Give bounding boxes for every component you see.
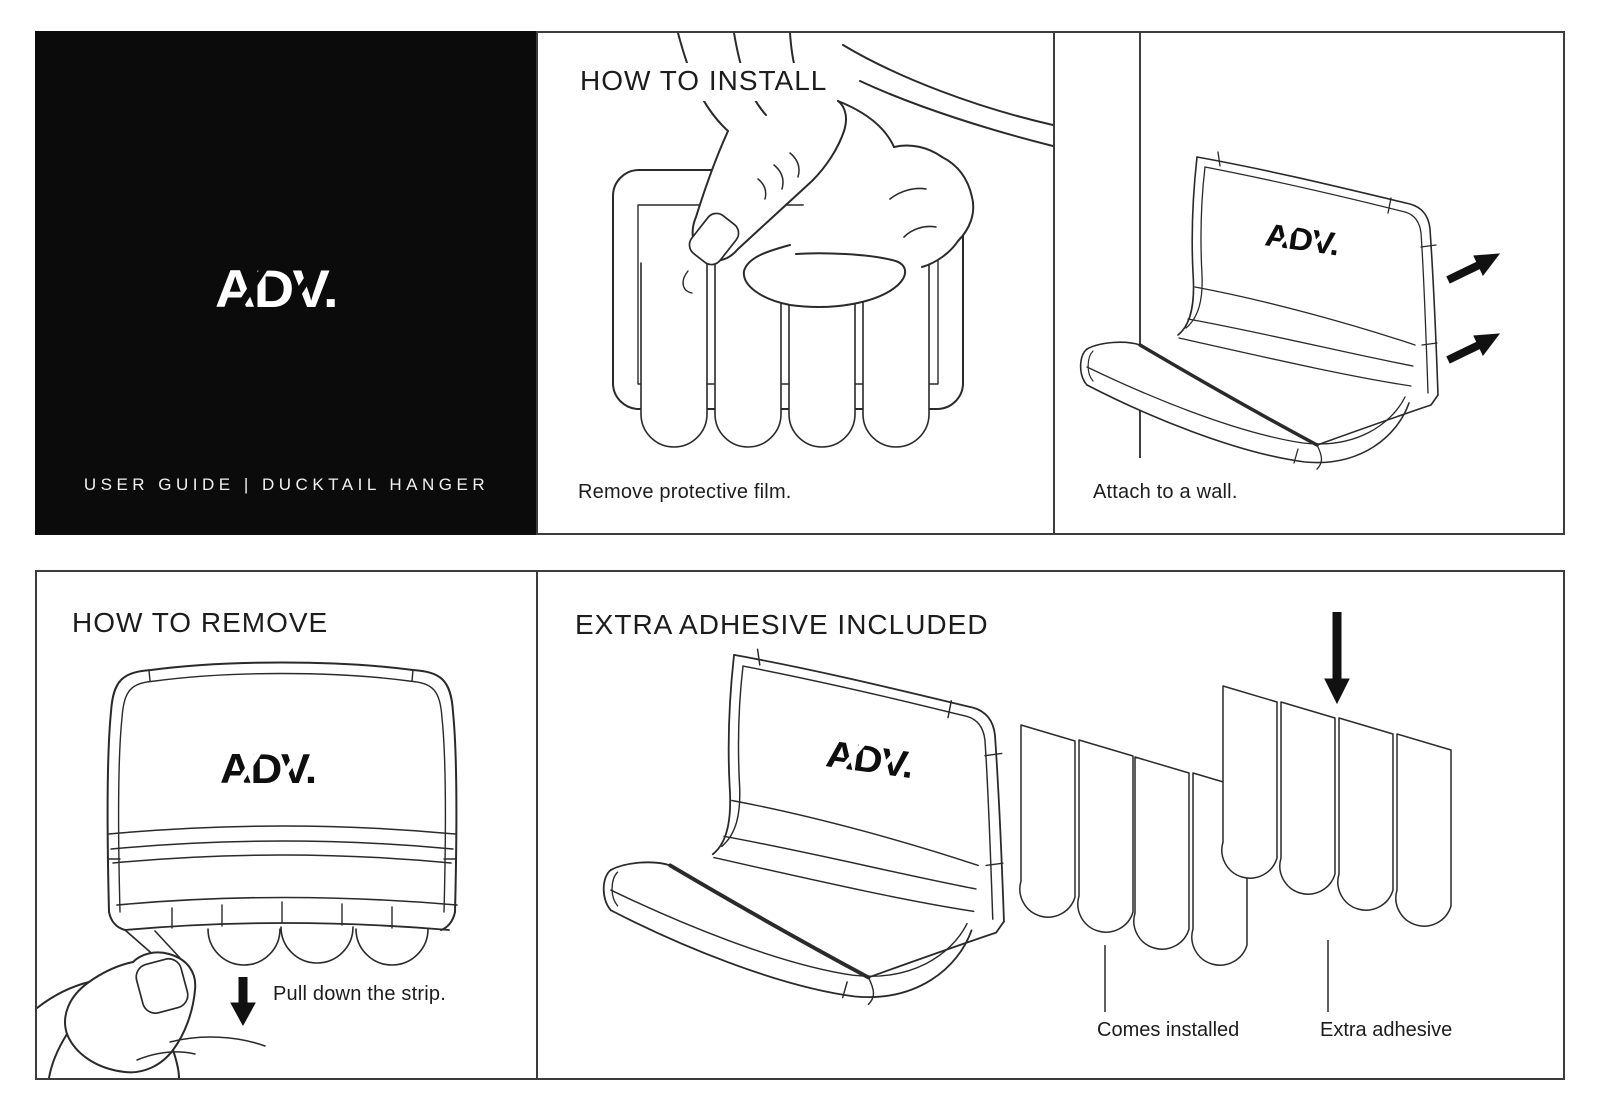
thumbnail [135,957,189,1015]
installed-strips [1019,724,1248,966]
remove-title: HOW TO REMOVE [72,605,337,643]
forearm-line [859,80,1053,147]
adhesive-strips [640,262,930,448]
up-right-arrow-icon [1446,333,1501,364]
hanger-three-quarter-view [1079,151,1439,470]
adv-logo: ADV. [220,746,344,792]
knuckle-lines [889,187,937,238]
remove-panel: HOW TO REMOVE ADV. Pull down the strip. [35,570,538,1080]
install-title: HOW TO INSTALL [580,63,836,101]
extra-adhesive-panel: EXTRA ADHESIVE INCLUDED ADV. Comes insta… [536,570,1565,1080]
up-right-arrow-icon [1446,253,1501,284]
hand-outline [48,1033,180,1078]
folded-fingers [893,144,975,268]
extra-label: Extra adhesive [1320,1019,1453,1041]
rim-ticks [108,669,456,860]
extra-strips [1221,685,1452,927]
thumb [742,244,907,308]
install-caption: Remove protective film. [578,481,792,503]
leader-lines [1104,940,1329,1012]
extra-adhesive-illustration [601,612,1452,1012]
hanger-front-outline [106,661,458,913]
down-arrow-icon [1324,612,1350,705]
index-finger [691,100,847,262]
forearm-line [842,44,1053,126]
remove-illustration [37,661,458,1078]
film-curl [682,270,693,294]
logo-slash-icon [333,259,373,314]
attach-illustration [1079,33,1501,470]
down-arrow-icon [230,977,256,1027]
attach-panel: ADV. Attach to a wall. [1053,31,1565,535]
finger-creases [757,152,800,200]
install-illustration [612,33,1053,448]
protective-film [637,204,939,385]
hand-creases [136,1036,266,1061]
fingernail [688,212,740,266]
cover-tagline: USER GUIDE | DUCKTAIL HANGER [83,475,490,494]
install-panel: HOW TO INSTALL Remove protective film. [536,31,1055,535]
hanger-front-inner-line [117,672,447,913]
strip-bottoms [207,926,429,966]
installed-label: Comes installed [1097,1019,1240,1041]
adv-logo: ADV. [215,259,373,317]
hand-outline [37,981,90,1009]
strip-gap-ticks [171,901,393,929]
attach-caption: Attach to a wall. [1093,481,1238,503]
extra-title: EXTRA ADHESIVE INCLUDED [575,607,997,645]
remove-caption: Pull down the strip. [273,983,446,1005]
hand-web-line [837,100,895,148]
cover-panel: ADV. USER GUIDE | DUCKTAIL HANGER [35,31,538,535]
